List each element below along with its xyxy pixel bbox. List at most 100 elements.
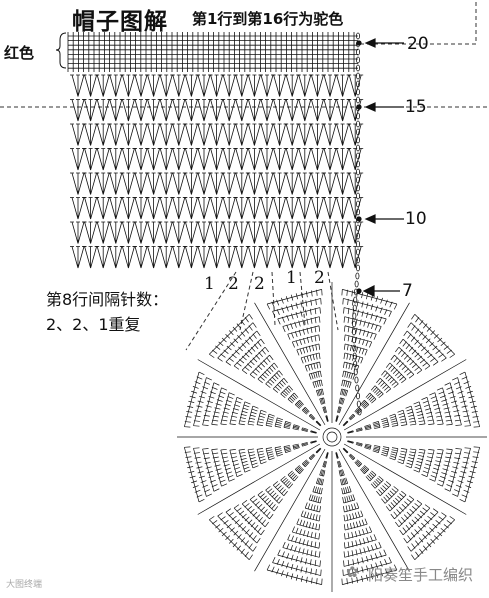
crown-stitch-tick xyxy=(350,453,356,459)
v-stitch xyxy=(109,172,123,195)
crown-stitch-tick xyxy=(276,299,280,306)
crown-stitch-tick xyxy=(356,309,359,316)
crown-stitch-tick xyxy=(294,537,298,543)
crown-stitch-tick xyxy=(452,405,459,408)
crown-stitch-tick xyxy=(311,290,313,297)
crown-stitch-tick xyxy=(397,495,403,501)
crown-stitch-tick xyxy=(302,459,307,465)
crown-stitch-arc xyxy=(418,450,426,473)
crown-stitch-tick xyxy=(435,460,442,463)
v-stitch xyxy=(197,99,211,122)
crown-stitch-tick xyxy=(418,417,425,420)
crown-stitch-tick xyxy=(432,471,438,475)
chain-stitch xyxy=(355,176,360,184)
crown-stitch-tick xyxy=(302,460,308,466)
crown-stitch-arc xyxy=(296,343,319,351)
crown-stitch-tick xyxy=(260,409,267,413)
crown-stitch-tick xyxy=(424,365,431,370)
crown-stitch-tick xyxy=(306,318,309,325)
crown-stitch-tick xyxy=(437,337,443,343)
crown-stitch-tick xyxy=(470,466,477,469)
crown-stitch-tick xyxy=(357,511,361,518)
crown-stitch-tick xyxy=(390,502,396,508)
crown-stitch-tick xyxy=(217,357,223,362)
chain-stitch xyxy=(355,112,360,120)
crown-stitch-tick xyxy=(315,421,321,427)
crown-stitch-tick xyxy=(294,465,300,470)
crown-stitch-tick xyxy=(445,456,452,459)
crown-stitch-tick xyxy=(236,396,243,400)
crown-stitch-tick xyxy=(291,535,294,542)
crown-stitch-tick xyxy=(260,506,265,512)
v-stitch xyxy=(298,74,312,97)
v-stitch xyxy=(285,123,299,146)
crown-stitch-tick xyxy=(257,421,264,424)
crown-stitch-tick xyxy=(249,417,256,420)
crown-stitch-tick xyxy=(435,411,442,414)
crown-stitch-tick xyxy=(252,465,259,469)
crown-stitch-tick xyxy=(281,489,286,495)
crown-stitch-tick xyxy=(184,421,191,423)
crown-stitch-tick xyxy=(383,549,387,556)
crown-stitch-tick xyxy=(320,389,323,396)
chain-stitch xyxy=(354,376,359,384)
v-stitch xyxy=(323,246,337,269)
crown-stitch-tick xyxy=(365,476,371,482)
crown-stitch-tick xyxy=(381,452,388,455)
crown-stitch-tick xyxy=(343,421,348,426)
crown-stitch-tick xyxy=(391,451,398,454)
crown-stitch-tick xyxy=(403,514,409,520)
crown-stitch-tick xyxy=(223,520,229,525)
v-stitch xyxy=(159,246,173,269)
crown-stitch-tick xyxy=(252,511,258,517)
crown-stitch-tick xyxy=(413,401,420,405)
crown-stitch-tick xyxy=(437,448,444,451)
crown-stitch-tick xyxy=(380,453,387,457)
v-stitch xyxy=(336,99,349,122)
crown-stitch-tick xyxy=(235,400,242,404)
v-stitch xyxy=(185,197,198,220)
crown-stitch-tick xyxy=(276,452,283,455)
crown-stitch-tick xyxy=(390,513,395,520)
crown-stitch-tick xyxy=(265,447,272,449)
crown-stitch-tick xyxy=(309,513,312,520)
crown-stitch-arc xyxy=(344,361,359,367)
chain-stitch xyxy=(355,120,360,128)
crown-stitch-tick xyxy=(383,446,390,449)
crown-stitch-tick xyxy=(272,557,276,563)
crown-stitch-tick xyxy=(370,573,374,580)
crown-stitch-tick xyxy=(461,405,468,408)
crown-stitch-tick xyxy=(294,321,297,328)
crown-stitch-tick xyxy=(299,469,304,475)
crown-stitch-tick xyxy=(354,462,360,467)
crown-stitch-tick xyxy=(343,307,345,314)
crown-stitch-tick xyxy=(395,497,400,503)
crown-stitch-tick xyxy=(231,459,238,463)
crown-stitch-tick xyxy=(299,339,302,346)
crown-stitch-tick xyxy=(346,496,349,503)
crown-stitch-tick xyxy=(403,354,409,360)
crown-stitch-tick xyxy=(376,490,381,496)
crown-stitch-arc xyxy=(184,372,200,427)
v-stitch xyxy=(311,148,324,171)
v-stitch xyxy=(122,74,135,97)
crown-stitch-tick xyxy=(245,529,250,535)
crown-stitch-tick xyxy=(238,423,245,426)
crown-stitch-tick xyxy=(293,425,300,428)
crown-stitch-tick xyxy=(343,325,346,332)
crown-stitch-tick xyxy=(213,411,220,414)
crown-stitch-tick xyxy=(443,345,449,350)
crown-stitch-tick xyxy=(242,407,249,411)
crown-stitch-tick xyxy=(359,319,362,326)
crown-stitch-tick xyxy=(460,471,467,474)
crown-stitch-tick xyxy=(273,388,279,393)
crown-stitch-tick xyxy=(344,389,347,396)
crown-stitch-tick xyxy=(310,531,313,538)
crown-stitch-tick xyxy=(298,547,301,554)
crown-stitch-tick xyxy=(367,474,372,480)
crown-stitch-arc xyxy=(345,343,368,351)
crown-stitch-tick xyxy=(273,374,279,380)
crown-stitch-tick xyxy=(453,461,460,464)
crown-stitch-tick xyxy=(247,519,253,525)
crown-stitch-tick xyxy=(221,419,228,422)
